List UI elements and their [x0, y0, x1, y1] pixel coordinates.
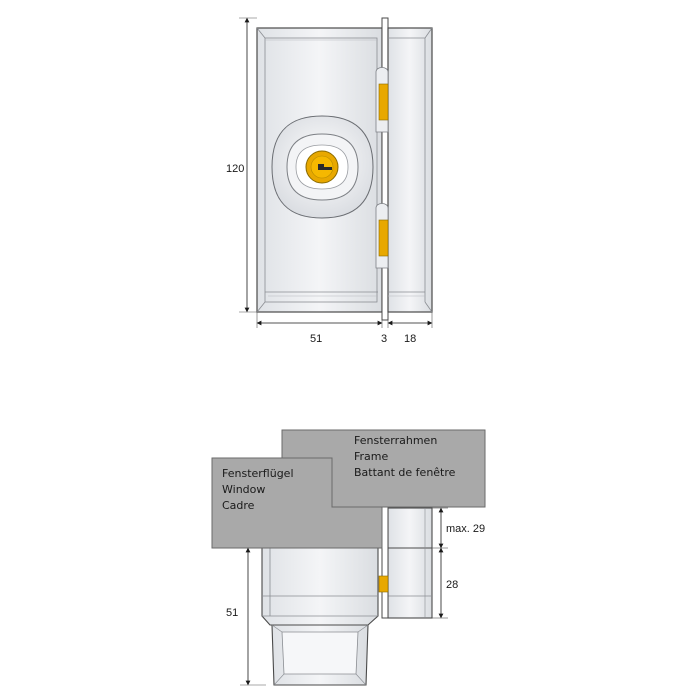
- dimension-max: max. 29: [432, 507, 485, 549]
- frame-label-line2: Frame: [354, 450, 389, 463]
- bolt-upper: [375, 67, 389, 133]
- dim-gap-label: 3: [381, 333, 387, 345]
- dim-max-label: max. 29: [446, 523, 485, 535]
- sash-label-line2: Window: [222, 483, 265, 496]
- sash-label-line1: Fensterflügel: [222, 467, 294, 480]
- top-view: 120 51 3 18: [226, 17, 433, 345]
- sash-label-box: Fensterflügel Window Cadre: [211, 457, 383, 549]
- sash-label-line3: Cadre: [222, 499, 255, 512]
- lock-body-side: [261, 547, 379, 686]
- bolt-side: [378, 575, 389, 593]
- dimension-body-depth: 51: [226, 547, 266, 686]
- dim-frame-depth-label: 28: [446, 579, 458, 591]
- dimension-frame-depth: 28: [432, 547, 458, 619]
- frame-label-line3: Battant de fenêtre: [354, 466, 456, 479]
- dim-body-depth-label: 51: [226, 607, 238, 619]
- frame-part: [387, 27, 433, 313]
- dimension-widths: 51 3 18: [256, 312, 433, 345]
- dim-height-label: 120: [226, 163, 244, 175]
- key-cylinder: [305, 150, 339, 184]
- keyhole-icon: [312, 164, 332, 170]
- dim-body-width-label: 51: [310, 333, 322, 345]
- frame-part-side: [387, 507, 433, 619]
- frame-label-line1: Fensterrahmen: [354, 434, 437, 447]
- dimension-height: 120: [226, 17, 257, 313]
- bottom-view: Fensterrahmen Frame Battant de fenêtre F…: [211, 429, 486, 686]
- dim-frame-width-label: 18: [404, 333, 416, 345]
- bolt-lower: [375, 203, 389, 269]
